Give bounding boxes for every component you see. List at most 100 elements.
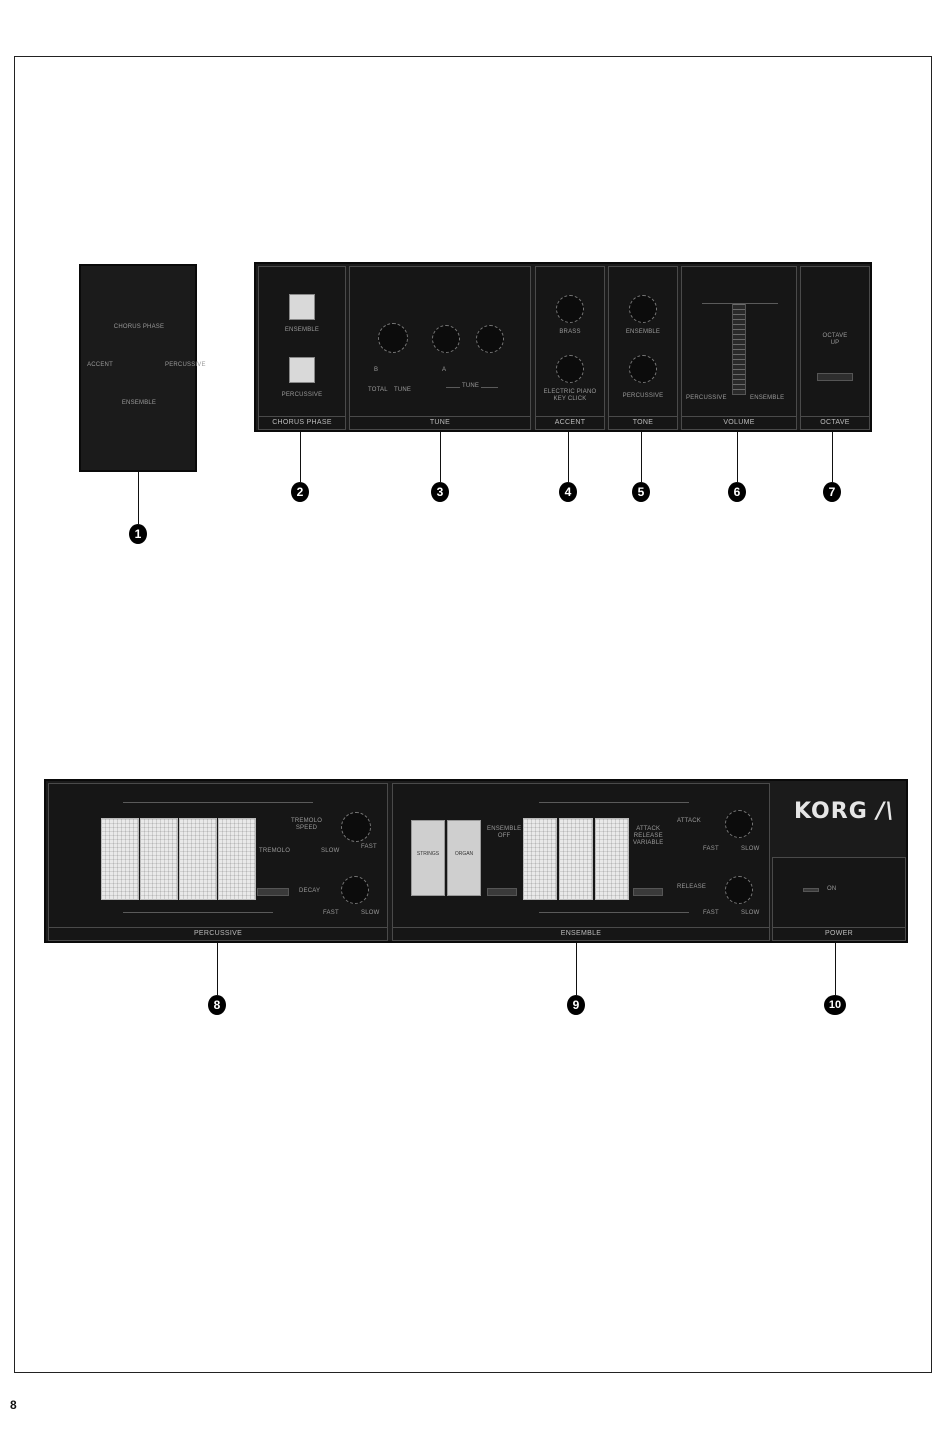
power-title: POWER	[773, 927, 905, 940]
tone-title: TONE	[609, 416, 677, 429]
organ-label: ORGAN	[454, 851, 474, 857]
volume-section: PERCUSSIVE ENSEMBLE VOLUME	[681, 266, 797, 430]
tune-a-knob[interactable]	[432, 325, 460, 353]
power-section: ON POWER	[772, 857, 906, 941]
ensemble-top-bracket	[539, 802, 689, 803]
ensemble-title: ENSEMBLE	[393, 927, 769, 940]
tremolo-slow-label: SLOW	[321, 848, 340, 854]
volume-slider-track[interactable]	[732, 303, 746, 395]
volume-percussive-label: PERCUSSIVE	[686, 395, 727, 401]
percussive-title: PERCUSSIVE	[49, 927, 387, 940]
percussive-button[interactable]	[289, 357, 315, 383]
panel-1-label-bottom: ENSEMBLE	[121, 400, 157, 406]
percussive-tone-knob[interactable]	[629, 355, 657, 383]
korg-logo-mark: /\	[867, 799, 895, 824]
release-knob[interactable]	[725, 876, 753, 904]
tune-b-knob[interactable]	[476, 325, 504, 353]
total-tune-knob[interactable]	[378, 323, 408, 353]
tune-a-label: A	[442, 367, 447, 373]
release-fast-label: FAST	[703, 910, 719, 916]
tune-sub-label: TUNE	[394, 387, 412, 393]
korg-logo: KORG /\	[794, 799, 895, 824]
tone-percussive-label: PERCUSSIVE	[622, 393, 664, 399]
organ-tab[interactable]: ORGAN	[447, 820, 481, 896]
volume-title: VOLUME	[682, 416, 796, 429]
tremolo-switch[interactable]	[257, 888, 289, 896]
tremolo-speed-label: TREMOLO SPEED	[291, 818, 323, 831]
leader-8	[217, 943, 218, 995]
release-slow-label: SLOW	[741, 910, 760, 916]
panel-1-label-left: ACCENT	[87, 362, 113, 368]
leader-3	[440, 432, 441, 482]
brass-accent-knob[interactable]	[556, 295, 584, 323]
power-switch[interactable]	[803, 888, 819, 892]
callout-8: 8	[208, 995, 226, 1015]
callout-2: 2	[291, 482, 309, 502]
lower-panel: TREMOLO SPEED TREMOLO SLOW FAST DECAY FA…	[44, 779, 908, 943]
accent-section: BRASS ELECTRIC PIANO KEY CLICK ACCENT	[535, 266, 605, 430]
callout-7: 7	[823, 482, 841, 502]
tone-section: ENSEMBLE PERCUSSIVE TONE	[608, 266, 678, 430]
attack-release-switch[interactable]	[633, 888, 663, 896]
callout-6: 6	[728, 482, 746, 502]
leader-9	[576, 943, 577, 995]
attack-slow-label: SLOW	[741, 846, 760, 852]
panel-1: CHORUS PHASE ACCENT PERCUSSIVE ENSEMBLE	[79, 264, 206, 472]
decay-knob[interactable]	[341, 876, 369, 904]
callout-1: 1	[129, 524, 147, 544]
panel-1-label-right: PERCUSSIVE	[165, 362, 206, 368]
leader-10	[835, 943, 836, 995]
decay-slow-label: SLOW	[361, 910, 380, 916]
octave-section: OCTAVE UP OCTAVE	[800, 266, 870, 430]
percussive-tab-4[interactable]	[218, 818, 256, 900]
decay-fast-label: FAST	[323, 910, 339, 916]
attack-label: ATTACK	[677, 818, 701, 824]
volume-ensemble-label: ENSEMBLE	[750, 395, 785, 401]
ensemble-section: STRINGS ORGAN ENSEMBLE OFF ATTACK RELEAS…	[392, 783, 770, 941]
octave-title: OCTAVE	[801, 416, 869, 429]
octave-up-switch[interactable]	[817, 373, 853, 381]
panel-1-label-top: CHORUS PHASE	[113, 324, 165, 330]
tone-ensemble-label: ENSEMBLE	[625, 329, 661, 335]
upper-panel: ENSEMBLE PERCUSSIVE CHORUS PHASE B A TOT…	[254, 262, 872, 432]
callout-3: 3	[431, 482, 449, 502]
ep-accent-knob[interactable]	[556, 355, 584, 383]
tune-section: B A TOTAL TUNE TUNE TUNE	[349, 266, 531, 430]
percussive-top-bracket	[123, 802, 313, 803]
leader-5	[641, 432, 642, 482]
korg-logo-text: KORG	[794, 799, 868, 824]
ensemble-label: ENSEMBLE	[284, 327, 320, 333]
attack-knob[interactable]	[725, 810, 753, 838]
strings-tab[interactable]: STRINGS	[411, 820, 445, 896]
strings-label: STRINGS	[416, 851, 440, 857]
attack-fast-label: FAST	[703, 846, 719, 852]
ensemble-tab-3[interactable]	[595, 818, 629, 900]
ensemble-bottom-bracket	[539, 912, 689, 913]
ensemble-off-switch[interactable]	[487, 888, 517, 896]
release-label: RELEASE	[677, 884, 707, 890]
ensemble-off-label: ENSEMBLE OFF	[487, 826, 522, 839]
tune-bracket-label: TUNE	[460, 383, 482, 390]
ensemble-button[interactable]	[289, 294, 315, 320]
ensemble-tab-2[interactable]	[559, 818, 593, 900]
tremolo-speed-knob[interactable]	[341, 812, 371, 842]
tune-b-label: B	[374, 367, 379, 373]
chorus-phase-title: CHORUS PHASE	[259, 416, 345, 429]
leader-7	[832, 432, 833, 482]
octave-up-label: OCTAVE UP	[822, 333, 848, 346]
callout-9: 9	[567, 995, 585, 1015]
percussive-tab-1[interactable]	[101, 818, 139, 900]
ensemble-tone-knob[interactable]	[629, 295, 657, 323]
ep-key-click-label: ELECTRIC PIANO KEY CLICK	[543, 389, 597, 402]
leader-4	[568, 432, 569, 482]
leader-1	[138, 472, 139, 524]
decay-label: DECAY	[299, 888, 321, 894]
percussive-section: TREMOLO SPEED TREMOLO SLOW FAST DECAY FA…	[48, 783, 388, 941]
percussive-tab-3[interactable]	[179, 818, 217, 900]
percussive-tab-2[interactable]	[140, 818, 178, 900]
percussive-bottom-bracket	[123, 912, 273, 913]
leader-2	[300, 432, 301, 482]
power-on-label: ON	[827, 886, 837, 892]
ensemble-tab-1[interactable]	[523, 818, 557, 900]
callout-4: 4	[559, 482, 577, 502]
